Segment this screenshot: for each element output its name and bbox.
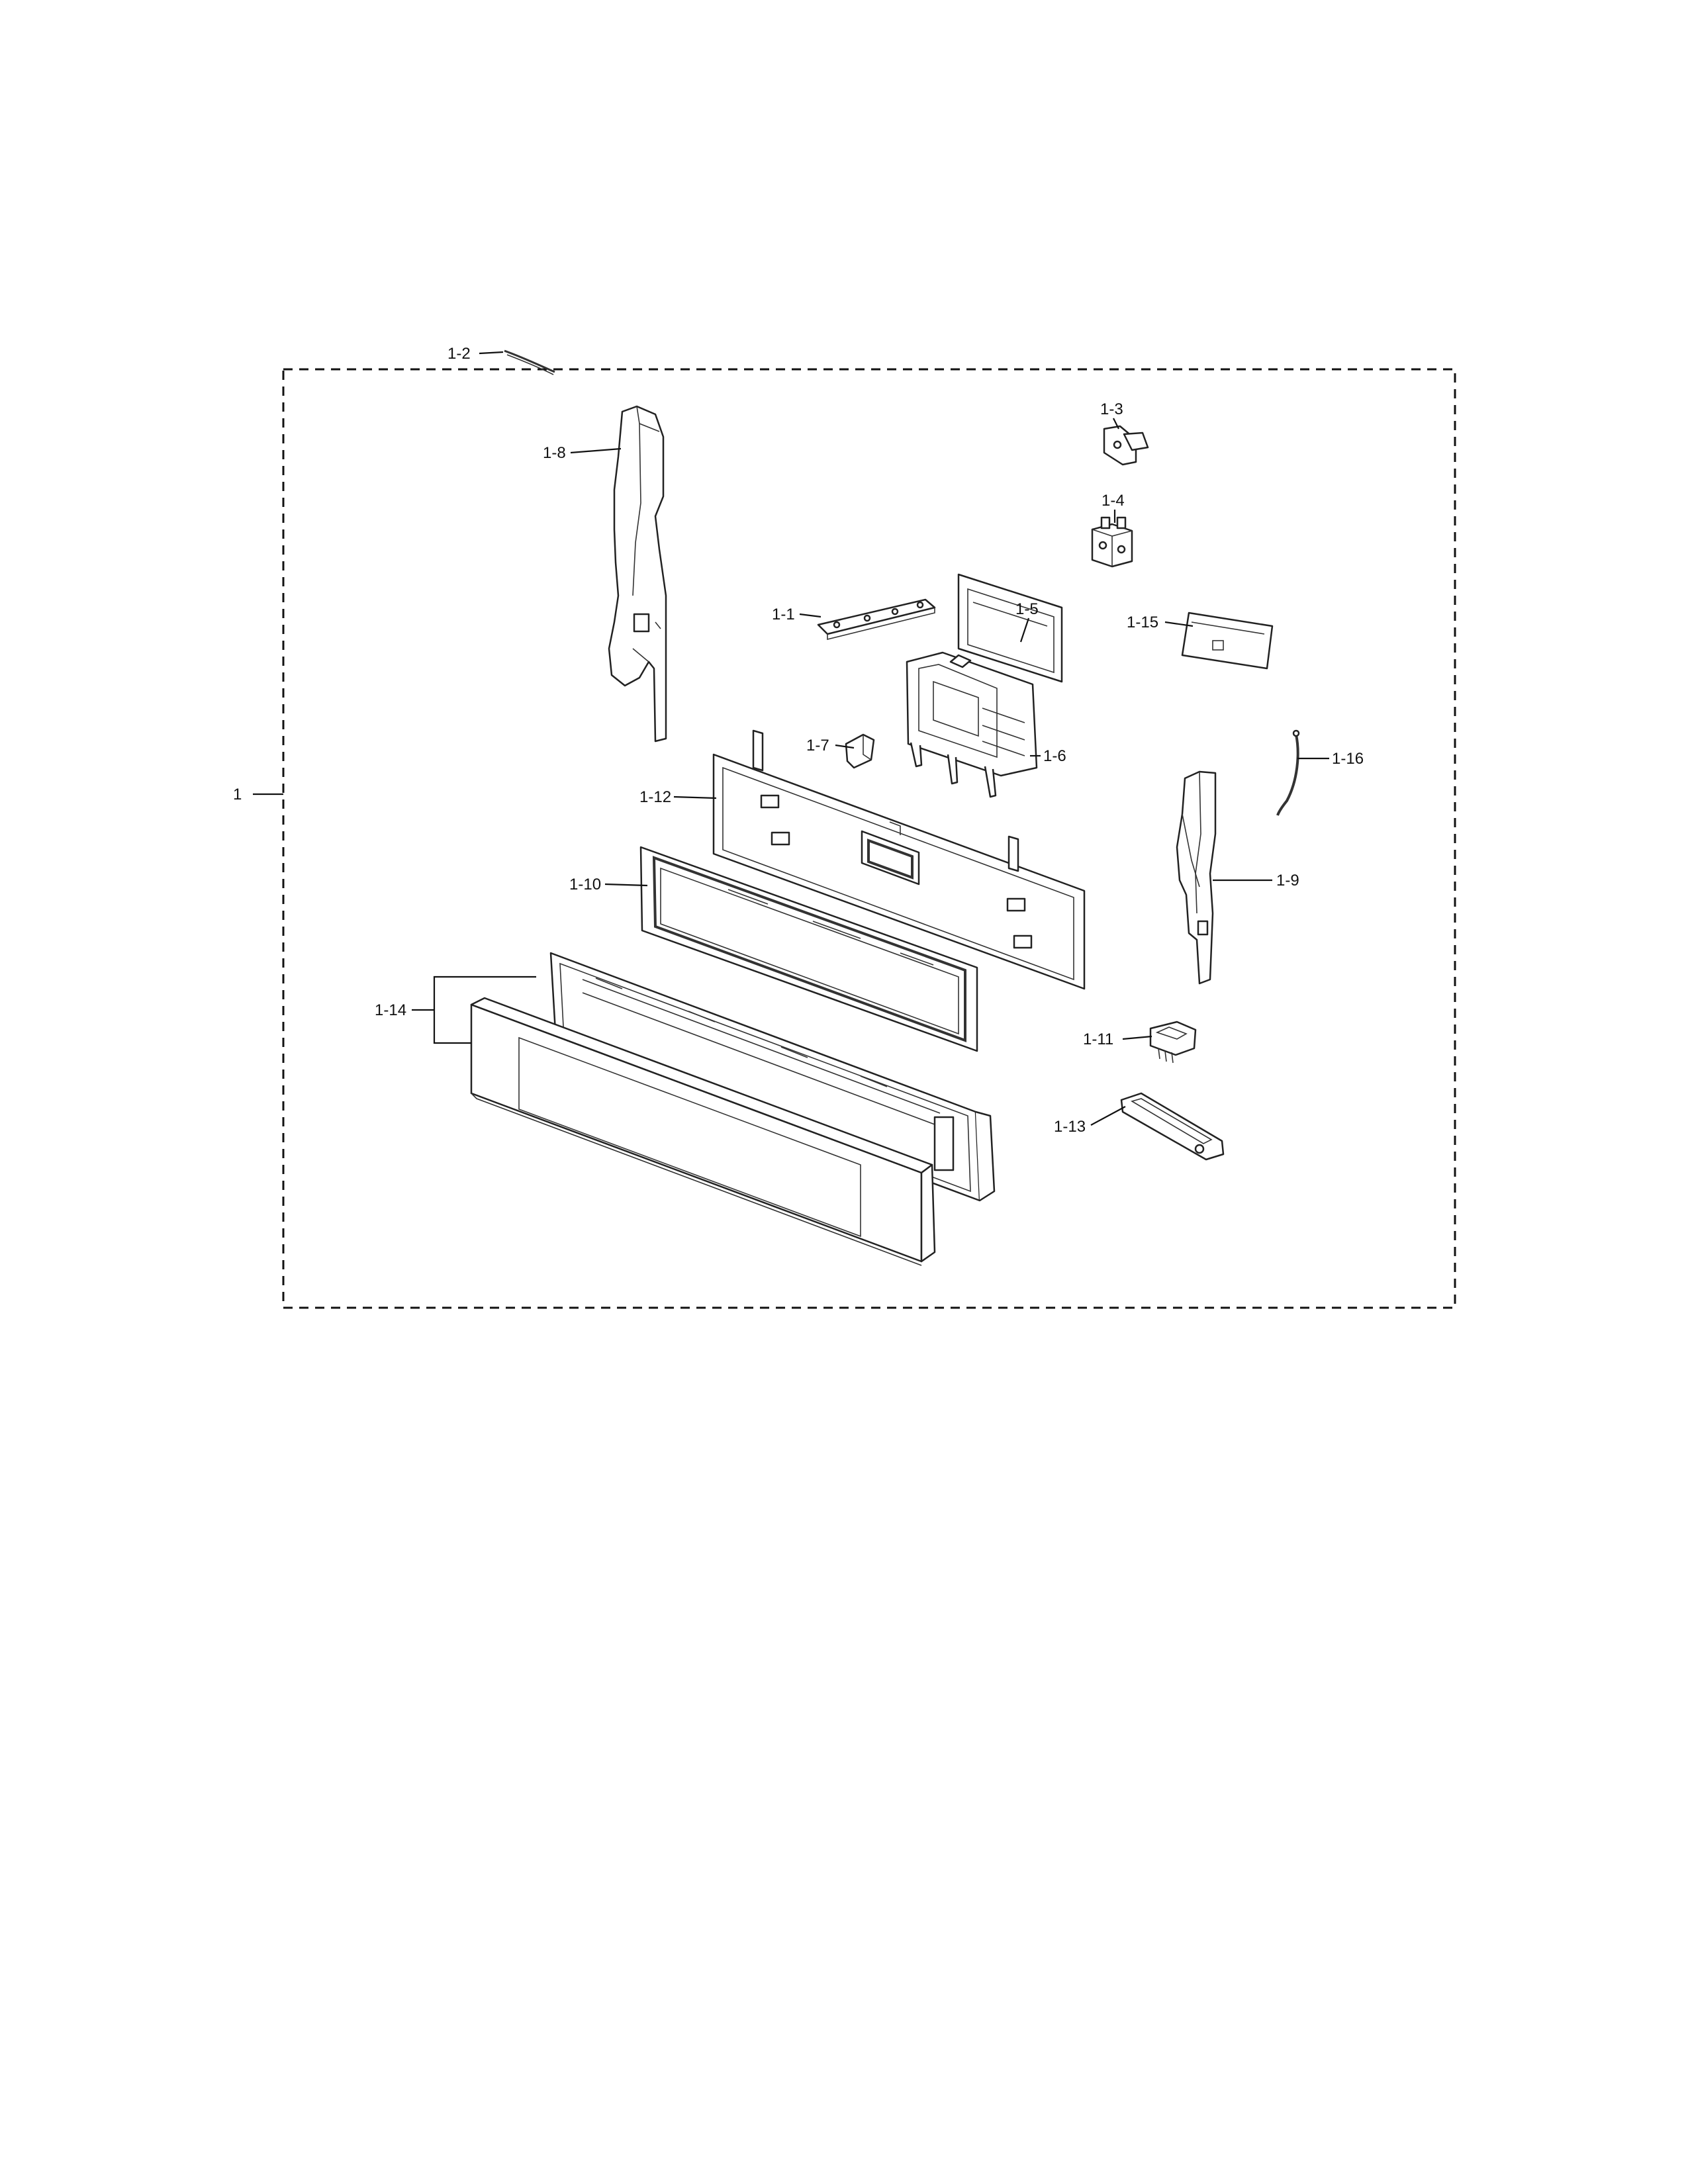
part-1-7-clip — [845, 733, 875, 769]
part-1-14-panel-fascia — [470, 997, 936, 1266]
callout-assembly: 1 — [233, 786, 242, 803]
leader-1-5 — [1019, 617, 1030, 643]
leader-1-2 — [479, 351, 504, 355]
callout-1-4: 1-4 — [1102, 492, 1125, 510]
assembly-boundary-frame — [282, 368, 1456, 1309]
callout-1-9: 1-9 — [1276, 872, 1299, 889]
leader-1-3 — [1113, 418, 1119, 430]
part-1-10-window-frame — [639, 846, 978, 1052]
leader-1-12 — [673, 796, 717, 799]
callout-1-14: 1-14 — [375, 1001, 406, 1019]
callout-1-16: 1-16 — [1332, 750, 1364, 768]
callout-1-8: 1-8 — [543, 444, 566, 462]
leader-1-15 — [1164, 621, 1194, 627]
leader-1-10 — [604, 883, 648, 887]
leader-1-1 — [799, 613, 821, 618]
part-1-1-bracket-strip — [817, 598, 936, 641]
leader-1-13 — [1090, 1106, 1126, 1126]
part-1-13-handle-bracket — [1120, 1092, 1225, 1161]
callout-1-3: 1-3 — [1100, 400, 1123, 418]
callout-1-6: 1-6 — [1043, 747, 1066, 765]
callout-1-5: 1-5 — [1015, 600, 1039, 618]
callout-1-12: 1-12 — [639, 788, 671, 806]
part-1-6-control-housing — [906, 651, 1038, 798]
part-1-14-panel-rear-frame — [549, 952, 996, 1202]
part-1-11-latch — [1149, 1021, 1197, 1064]
part-1-8-left-bracket — [608, 405, 667, 743]
part-1-3-switch — [1103, 425, 1149, 466]
leader-1-7 — [835, 744, 855, 749]
leader-1-14 — [412, 976, 536, 1044]
callout-1-7: 1-7 — [806, 737, 829, 754]
part-1-9-right-bracket — [1176, 770, 1217, 985]
part-1-15-board — [1181, 612, 1274, 670]
callout-1-2: 1-2 — [447, 345, 471, 363]
part-1-2-pin — [504, 349, 555, 375]
callout-1-13: 1-13 — [1054, 1118, 1086, 1136]
part-1-12-panel-plate — [712, 729, 1086, 990]
callout-1-15: 1-15 — [1127, 614, 1158, 631]
callout-1-11: 1-11 — [1083, 1030, 1113, 1048]
leader-1-8 — [570, 447, 622, 454]
part-1-4-terminal — [1091, 516, 1133, 568]
part-1-16-wire — [1276, 729, 1300, 816]
part-1-5-display-board — [957, 573, 1063, 683]
callout-1-1: 1-1 — [772, 606, 795, 623]
leader-1-11 — [1122, 1035, 1152, 1040]
callout-1-10: 1-10 — [569, 876, 601, 893]
